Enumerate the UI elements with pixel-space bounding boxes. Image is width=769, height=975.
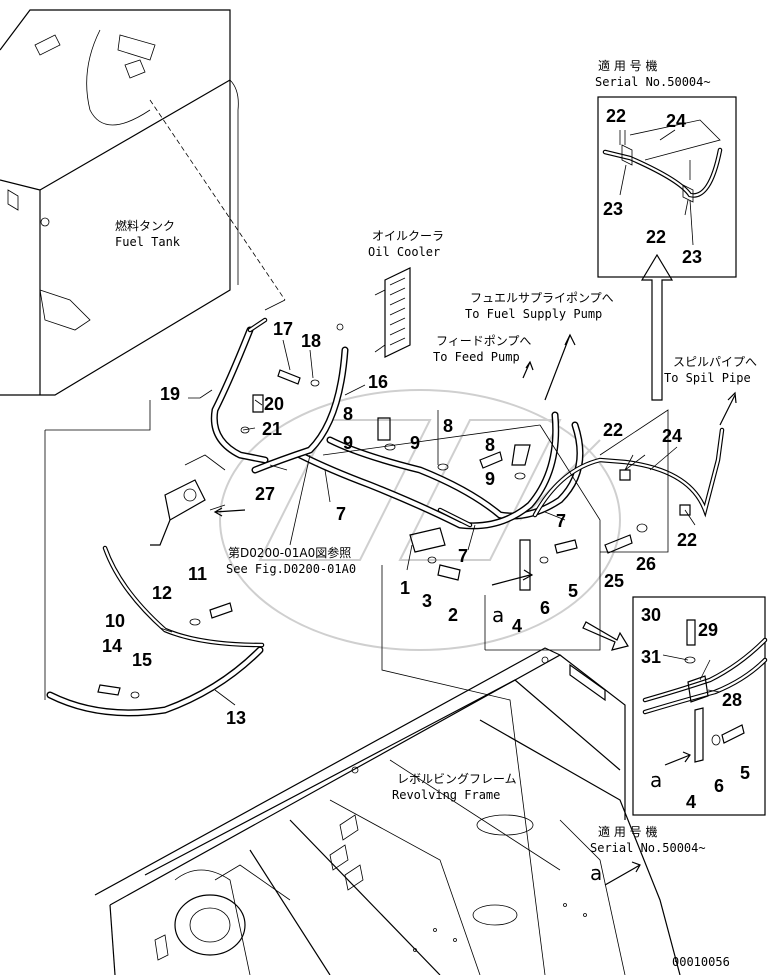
callout-21: 21 (262, 419, 282, 439)
callout-22c: 22 (603, 420, 623, 440)
callout-22a: 22 (606, 106, 626, 126)
bracket-valve (150, 454, 226, 546)
watermark (219, 389, 621, 651)
callout-25: 25 (604, 571, 624, 591)
callout-3: 3 (422, 591, 432, 611)
callouts: 1 2 3 4 4 5 5 6 6 7 7 7 8 8 8 9 9 9 10 1… (102, 106, 750, 812)
callout-18: 18 (301, 331, 321, 351)
serial-bottom-label-en: Serial No.50004~ (590, 841, 706, 855)
callout-28: 28 (722, 690, 742, 710)
callout-11: 11 (188, 564, 207, 584)
callout-5a: 5 (568, 581, 578, 601)
detail-box-bottom (632, 596, 768, 816)
fuel-tank-label-en: Fuel Tank (115, 235, 181, 249)
callout-20: 20 (264, 394, 284, 414)
callout-19: 19 (160, 384, 180, 404)
view-a-label-3: a (590, 861, 602, 885)
callout-5b: 5 (740, 763, 750, 783)
callout-1: 1 (400, 578, 410, 598)
callout-7a: 7 (336, 504, 346, 524)
callout-17: 17 (273, 319, 293, 339)
serial-bottom-label-jp: 適 用 号 機 (598, 824, 657, 839)
callout-6b: 6 (714, 776, 724, 796)
oil-cooler (336, 267, 411, 358)
callout-8a: 8 (343, 404, 353, 424)
callout-23a: 23 (603, 199, 623, 219)
spill-pipe-label-en: To Spil Pipe (664, 371, 751, 385)
callout-22d: 22 (677, 530, 697, 550)
see-fig-label-en: See Fig.D0200-01A0 (226, 562, 356, 576)
callout-27: 27 (255, 484, 275, 504)
callout-13: 13 (226, 708, 246, 728)
see-fig-label-jp: 第D0200-01A0図参照 (228, 545, 351, 560)
callout-8b: 8 (443, 416, 453, 436)
callout-7c: 7 (458, 546, 468, 566)
callout-6a: 6 (540, 598, 550, 618)
view-a-label-2: a (650, 768, 662, 792)
serial-top-label-jp: 適 用 号 機 (598, 58, 657, 73)
callout-26: 26 (636, 554, 656, 574)
callout-4a: 4 (512, 616, 522, 636)
hose-to-spill (437, 427, 725, 528)
fuel-tank-label-jp: 燃料タンク (115, 218, 175, 233)
callout-14: 14 (102, 636, 122, 656)
hose-19 (210, 317, 269, 464)
callout-30: 30 (641, 605, 661, 625)
detail-box-top (597, 96, 737, 278)
callout-24a: 24 (666, 111, 686, 131)
callout-4b: 4 (686, 792, 696, 812)
callout-10: 10 (105, 611, 125, 631)
callout-31: 31 (641, 647, 661, 667)
fuel-supply-label-en: To Fuel Supply Pump (465, 307, 602, 321)
callout-15: 15 (132, 650, 152, 670)
callout-29: 29 (698, 620, 718, 640)
view-a-label-1: a (492, 603, 504, 627)
direction-arrows (213, 253, 737, 886)
oil-cooler-label-en: Oil Cooler (368, 245, 440, 259)
callout-16: 16 (368, 372, 388, 392)
feed-pump-label-jp: フィードポンプへ (436, 334, 531, 348)
fasteners (97, 369, 691, 699)
fuel-supply-label-jp: フュエルサプライポンプへ (470, 291, 614, 305)
callout-24b: 24 (662, 426, 682, 446)
callout-12: 12 (152, 583, 172, 603)
callout-2: 2 (448, 605, 458, 625)
callout-7b: 7 (556, 511, 566, 531)
callout-23b: 23 (682, 247, 702, 267)
drawing-number: 00010056 (672, 955, 730, 969)
leader-lines (159, 129, 721, 706)
spill-pipe-label-jp: スピルパイプへ (673, 355, 757, 369)
callout-9b: 9 (410, 433, 420, 453)
revolving-frame (94, 647, 681, 975)
hose-27 (251, 346, 349, 474)
callout-9a: 9 (343, 433, 353, 453)
feed-pump-label-en: To Feed Pump (433, 350, 520, 364)
serial-top-label-en: Serial No.50004~ (595, 75, 711, 89)
callout-22b: 22 (646, 227, 666, 247)
callout-8c: 8 (485, 435, 495, 455)
callout-9c: 9 (485, 469, 495, 489)
revolving-frame-label-jp: レボルビングフレーム (397, 772, 517, 786)
oil-cooler-label-jp: オイルクーラ (372, 229, 444, 243)
fuel-tank (0, 9, 286, 700)
revolving-frame-label-en: Revolving Frame (392, 788, 500, 802)
